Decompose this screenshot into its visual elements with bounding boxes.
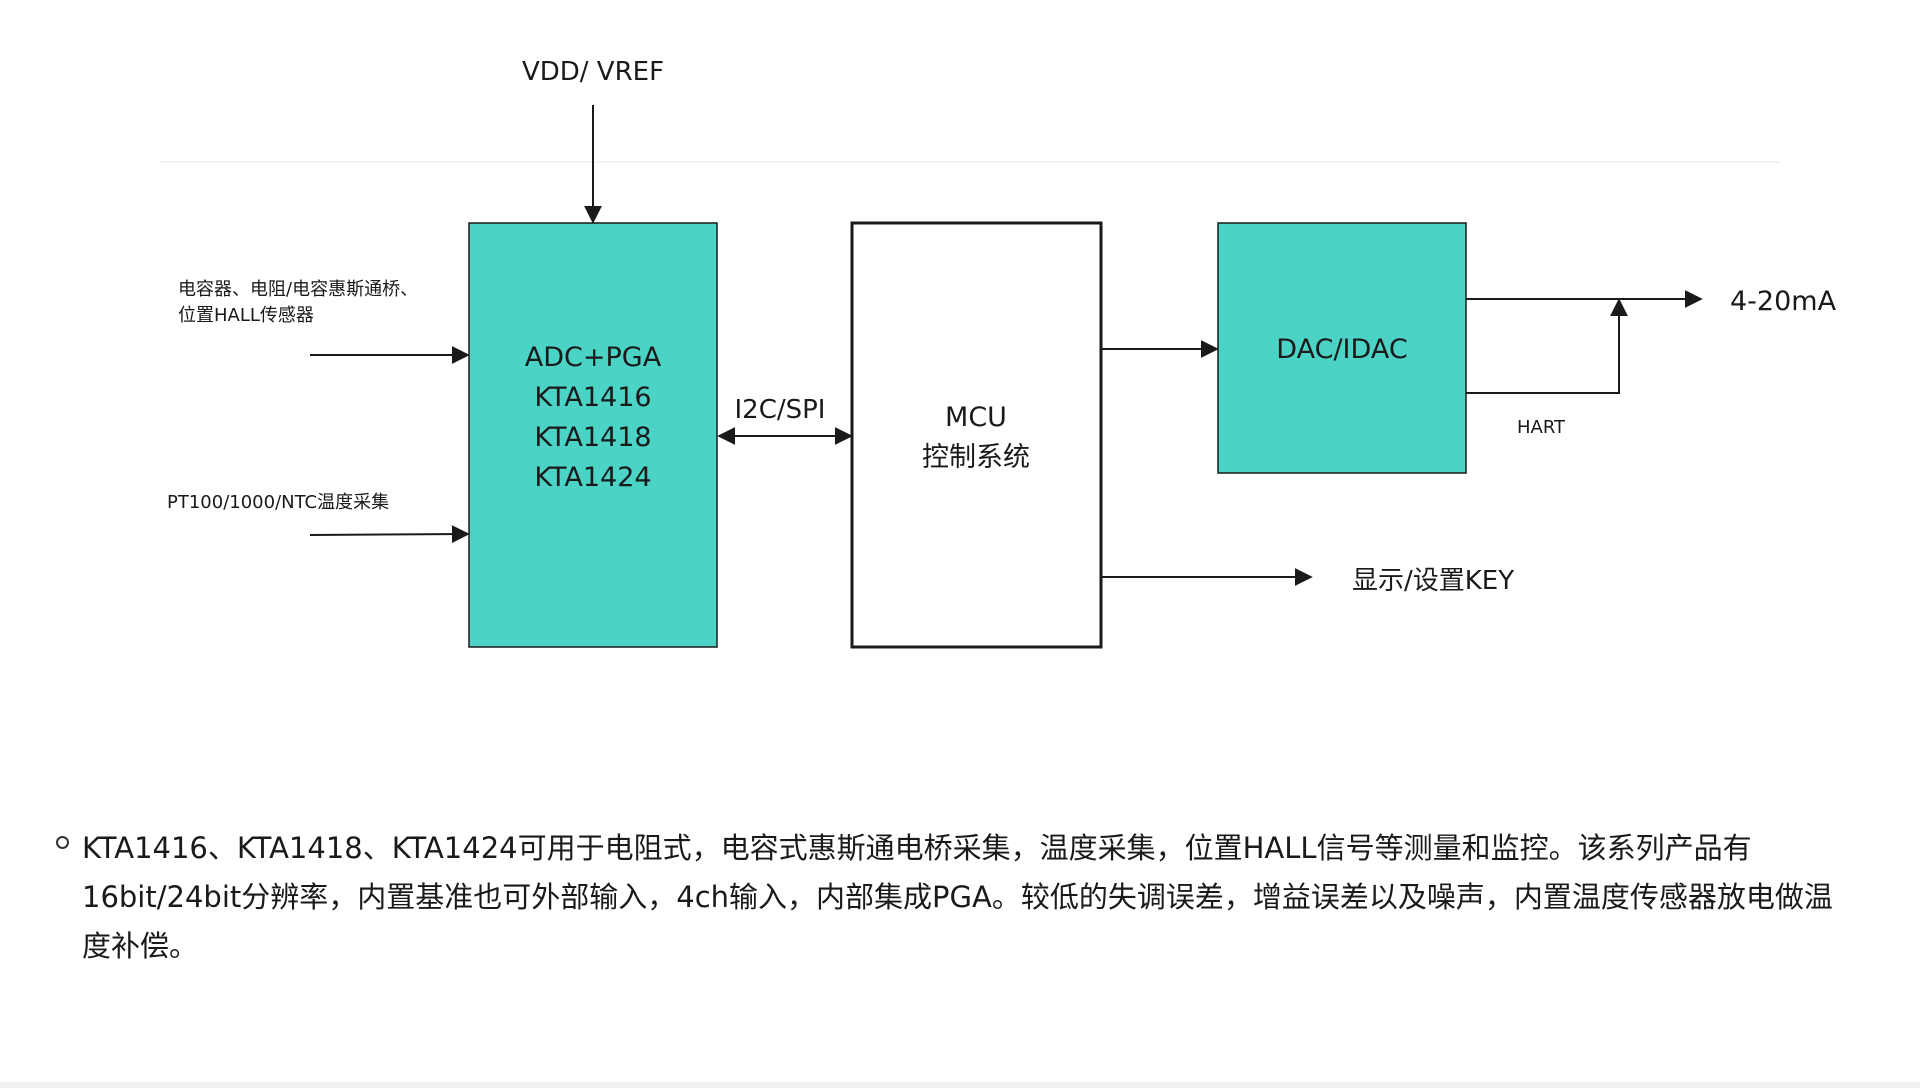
mcu-block: [850, 221, 1103, 649]
adc-block-line3: KTA1418: [534, 422, 651, 453]
adc-block-line2: KTA1416: [534, 382, 651, 413]
description-text: KTA1416、KTA1418、KTA1424可用于电阻式，电容式惠斯通电桥采集…: [82, 831, 1833, 963]
output-current-label: 4-20mA: [1730, 286, 1837, 317]
input-temp-arrow: [309, 525, 470, 544]
page-bottom-rule: [0, 1082, 1920, 1088]
dac-idac-block: [1217, 222, 1467, 474]
dac-block-line1: DAC/IDAC: [1276, 334, 1407, 365]
bullet-circle-icon: [56, 836, 69, 849]
bus-label: I2C/SPI: [735, 395, 826, 425]
hart-label: HART: [1517, 417, 1566, 438]
display-label: 显示/设置KEY: [1352, 566, 1514, 596]
input-sensor-label-line1: 电容器、电阻/电容惠斯通桥、: [178, 279, 418, 300]
adc-block-line1: ADC+PGA: [525, 342, 662, 373]
hart-loop-line: [1466, 298, 1628, 394]
adc-block-line4: KTA1424: [534, 462, 651, 493]
power-label: VDD/ VREF: [522, 57, 664, 87]
input-sensor-label-line2: 位置HALL传感器: [178, 305, 314, 326]
mcu-block-line2: 控制系统: [922, 442, 1030, 473]
input-temp-label: PT100/1000/NTC温度采集: [167, 492, 389, 513]
adc-pga-block: [468, 222, 718, 648]
description-block: KTA1416、KTA1418、KTA1424可用于电阻式，电容式惠斯通电桥采集…: [56, 824, 1836, 971]
mcu-block-line1: MCU: [945, 402, 1007, 433]
